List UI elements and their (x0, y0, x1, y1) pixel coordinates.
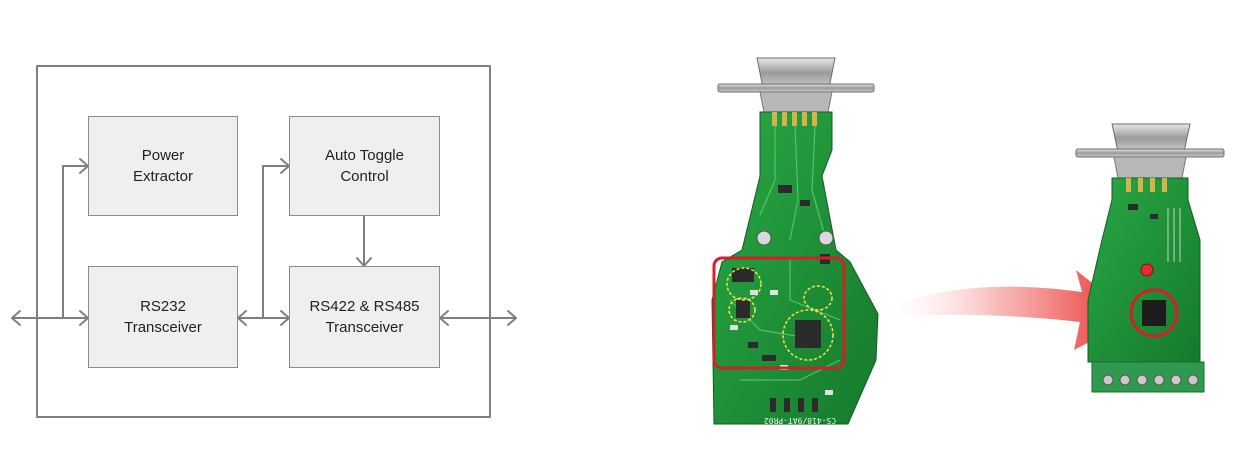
toggle-feed-line (262, 165, 290, 319)
upgrade-arrow (876, 270, 1136, 350)
block-label: RS422 & RS485 (309, 298, 420, 315)
block-label: RS232 (140, 298, 186, 315)
old-board-silkscreen: CS-418/9AT-PR02 (764, 416, 836, 425)
power-feed-line (62, 165, 89, 319)
new-chip-highlight (1129, 288, 1179, 338)
block-label: Transceiver (124, 319, 202, 336)
block-label: Extractor (132, 168, 193, 185)
old-board-photo: CS-418/9AT-PR02 (711, 57, 879, 425)
block-label: Auto Toggle (325, 147, 404, 164)
block-label: Power (141, 147, 185, 164)
diagram-enclosure (36, 65, 491, 418)
block-label: Control (340, 168, 389, 185)
block-label: Transceiver (325, 319, 404, 336)
old-circuit-highlight (712, 256, 846, 370)
new-board-photo (1075, 123, 1225, 393)
